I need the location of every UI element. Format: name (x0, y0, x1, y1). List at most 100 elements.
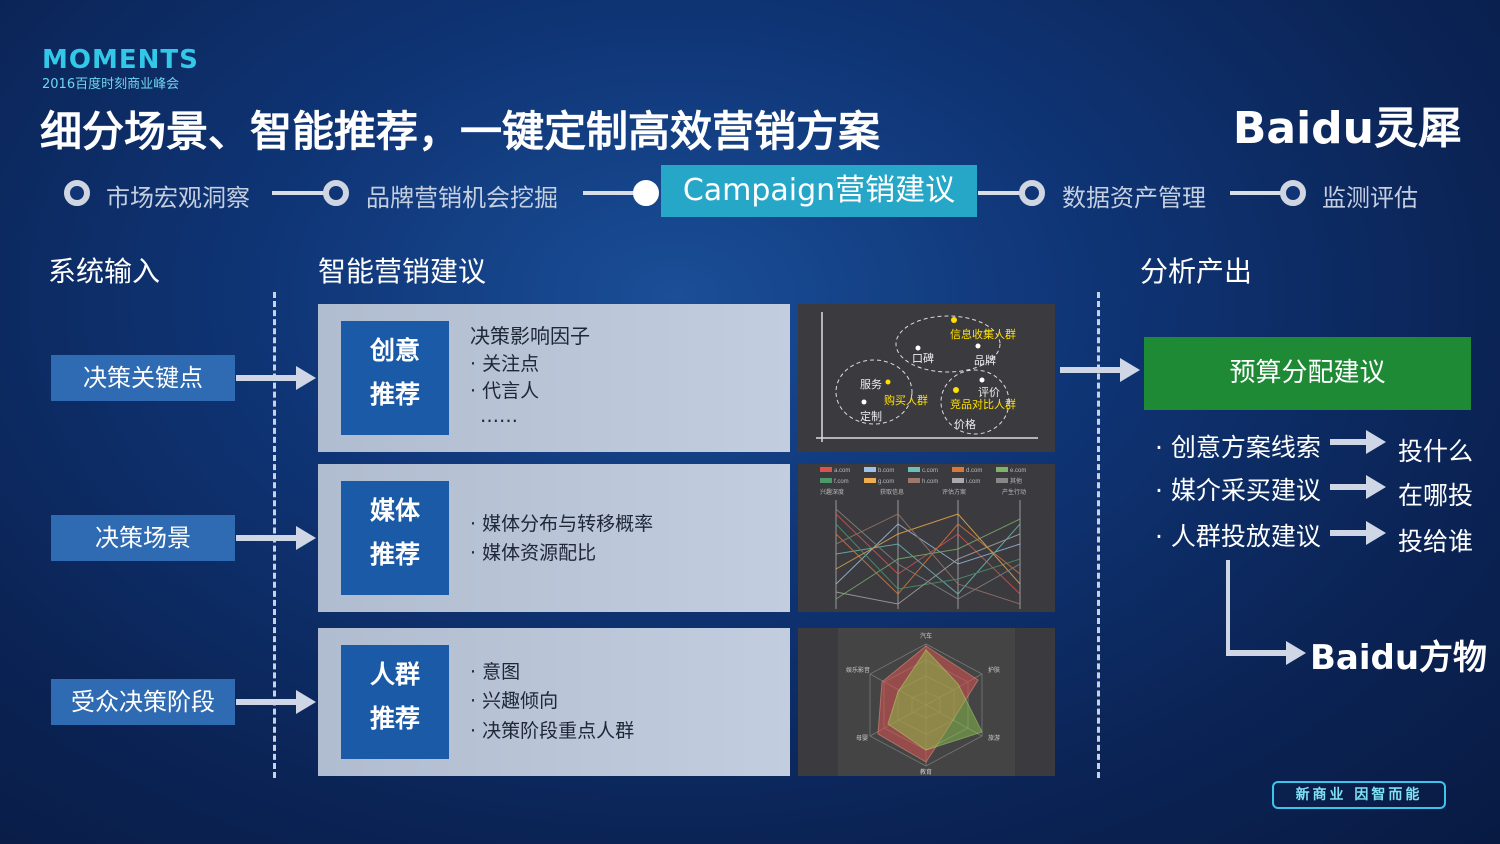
scatter-label: 定制 (860, 409, 882, 423)
step-dot-icon (1280, 180, 1306, 206)
scatter-label: 购买人群 (884, 393, 928, 407)
axis-name: 兴趣深度 (820, 488, 844, 496)
panel-line: · 决策阶段重点人群 (470, 720, 635, 742)
section-output: 分析产出 (1140, 255, 1253, 288)
scatter-svg: 信息收集人群 口碑 品牌 服务 购买人群 评价 竞品对比人群 定制 价格 (816, 312, 1038, 442)
axis-name: 获取信息 (880, 488, 904, 496)
output-target: 投给谁 (1398, 527, 1474, 556)
legend-label: 其他 (1010, 477, 1022, 485)
arrow-right-icon (236, 690, 316, 714)
radar-axis-label: 旅游 (988, 734, 1000, 742)
tag-line: 推荐 (369, 704, 420, 733)
baidu-fangwu-logo: Baidu方物 (1310, 638, 1488, 678)
tag-line: 人群 (369, 660, 420, 689)
panel-line: 决策影响因子 (470, 324, 590, 348)
radar-axis-label: 教育 (920, 768, 932, 776)
tag-audience: 人群 推荐 (341, 645, 449, 759)
section-middle: 智能营销建议 (318, 255, 487, 288)
legend-label: i.com (966, 479, 980, 485)
axis-name: 产生行动 (1002, 488, 1026, 496)
axis-name: 评估方案 (942, 488, 966, 496)
panel-line: · 媒体资源配比 (470, 542, 597, 564)
tag-line: 推荐 (369, 540, 420, 569)
section-input: 系统输入 (48, 255, 161, 288)
step-dot-icon (633, 180, 659, 206)
panel-line: · 意图 (470, 661, 521, 683)
scatter-label: 评价 (978, 386, 1000, 399)
input-audience-stage: 受众决策阶段 (51, 679, 235, 725)
step-3-active: Campaign营销建议 (661, 165, 977, 217)
scatter-label: 价格 (954, 417, 976, 431)
panel-line: · 兴趣倾向 (470, 690, 559, 712)
legend-label: g.com (878, 479, 894, 485)
radar-axis-label: 母婴 (856, 735, 868, 742)
output-item: · 人群投放建议 (1155, 522, 1321, 551)
legend-label: d.com (966, 468, 982, 474)
logo-sub-text: 2016百度时刻商业峰会 (42, 77, 180, 92)
scatter-label: 服务 (860, 378, 882, 391)
scatter-label: 品牌 (974, 353, 996, 367)
baidu-lingxi-logo: Baidu灵犀 (1232, 103, 1462, 154)
step-connector (978, 191, 1020, 195)
panel-creative: 创意 推荐 决策影响因子 · 关注点 · 代言人 …… (318, 304, 790, 452)
arrow-right-icon (1330, 521, 1386, 545)
thumb-radar: 汽车 护肤 旅游 教育 母婴 娱乐影音 (798, 628, 1055, 776)
step-2: 品牌营销机会挖掘 (366, 184, 558, 212)
output-item: · 创意方案线索 (1155, 433, 1321, 462)
arrow-right-icon (1060, 358, 1140, 382)
output-target: 投什么 (1398, 437, 1474, 466)
panel-media: 媒体 推荐 · 媒体分布与转移概率 · 媒体资源配比 (318, 464, 790, 612)
tag-line: 媒体 (369, 496, 420, 525)
panel-audience: 人群 推荐 · 意图 · 兴趣倾向 · 决策阶段重点人群 (318, 628, 790, 776)
step-connector (1230, 191, 1282, 195)
step-connector (272, 191, 324, 195)
logo-main-text: MOMENTS (42, 45, 199, 75)
arrow-right-icon (1226, 641, 1306, 665)
thumb-scatter: 信息收集人群 口碑 品牌 服务 购买人群 评价 竞品对比人群 定制 价格 (798, 304, 1055, 452)
legend-label: h.com (922, 479, 938, 485)
radar-axis-label: 娱乐影音 (846, 666, 870, 674)
step-connector (583, 191, 635, 195)
budget-box: 预算分配建议 (1144, 337, 1471, 410)
panel-line: · 代言人 (470, 380, 540, 402)
scatter-label: 竞品对比人群 (950, 397, 1016, 411)
legend-label: a.com (834, 468, 850, 474)
arrow-right-icon (236, 366, 316, 390)
tag-media: 媒体 推荐 (341, 481, 449, 595)
input-decision-keypoint: 决策关键点 (51, 355, 235, 401)
scatter-label: 口碑 (912, 352, 934, 365)
arrow-right-icon (1330, 475, 1386, 499)
step-5: 监测评估 (1322, 184, 1418, 212)
panel-line: · 关注点 (470, 353, 540, 375)
input-decision-scene: 决策场景 (51, 515, 235, 561)
parallel-svg: a.com b.com c.com d.com e.com f.com g.co… (820, 467, 1026, 609)
radar-svg: 汽车 护肤 旅游 教育 母婴 娱乐影音 (838, 628, 1015, 776)
legend-label: e.com (1010, 468, 1026, 474)
step-dot-icon (64, 180, 90, 206)
panel-line: · 媒体分布与转移概率 (470, 513, 654, 535)
moments-logo: MOMENTS 2016百度时刻商业峰会 (42, 45, 199, 92)
slogan-badge: 新商业 因智而能 (1272, 781, 1446, 809)
step-1: 市场宏观洞察 (106, 184, 250, 212)
radar-axis-label: 护肤 (988, 666, 1000, 674)
radar-axis-label: 汽车 (920, 632, 932, 640)
output-target: 在哪投 (1398, 481, 1474, 510)
arrow-right-icon (236, 526, 316, 550)
legend-label: c.com (922, 468, 938, 474)
output-item: · 媒介采买建议 (1155, 476, 1321, 505)
legend-label: f.com (834, 479, 849, 485)
legend-label: b.com (878, 468, 894, 474)
tag-line: 创意 (369, 336, 420, 365)
step-4: 数据资产管理 (1062, 184, 1206, 212)
tag-creative: 创意 推荐 (341, 321, 449, 435)
connector-vertical (1226, 560, 1230, 654)
arrow-right-icon (1330, 430, 1386, 454)
tag-line: 推荐 (369, 380, 420, 409)
scatter-label: 信息收集人群 (950, 327, 1016, 341)
panel-line: …… (480, 405, 518, 427)
divider-right (1097, 292, 1100, 778)
step-dot-icon (323, 180, 349, 206)
step-dot-icon (1019, 180, 1045, 206)
slide-title: 细分场景、智能推荐，一键定制高效营销方案 (40, 107, 881, 156)
thumb-parallel: a.com b.com c.com d.com e.com f.com g.co… (798, 464, 1055, 612)
